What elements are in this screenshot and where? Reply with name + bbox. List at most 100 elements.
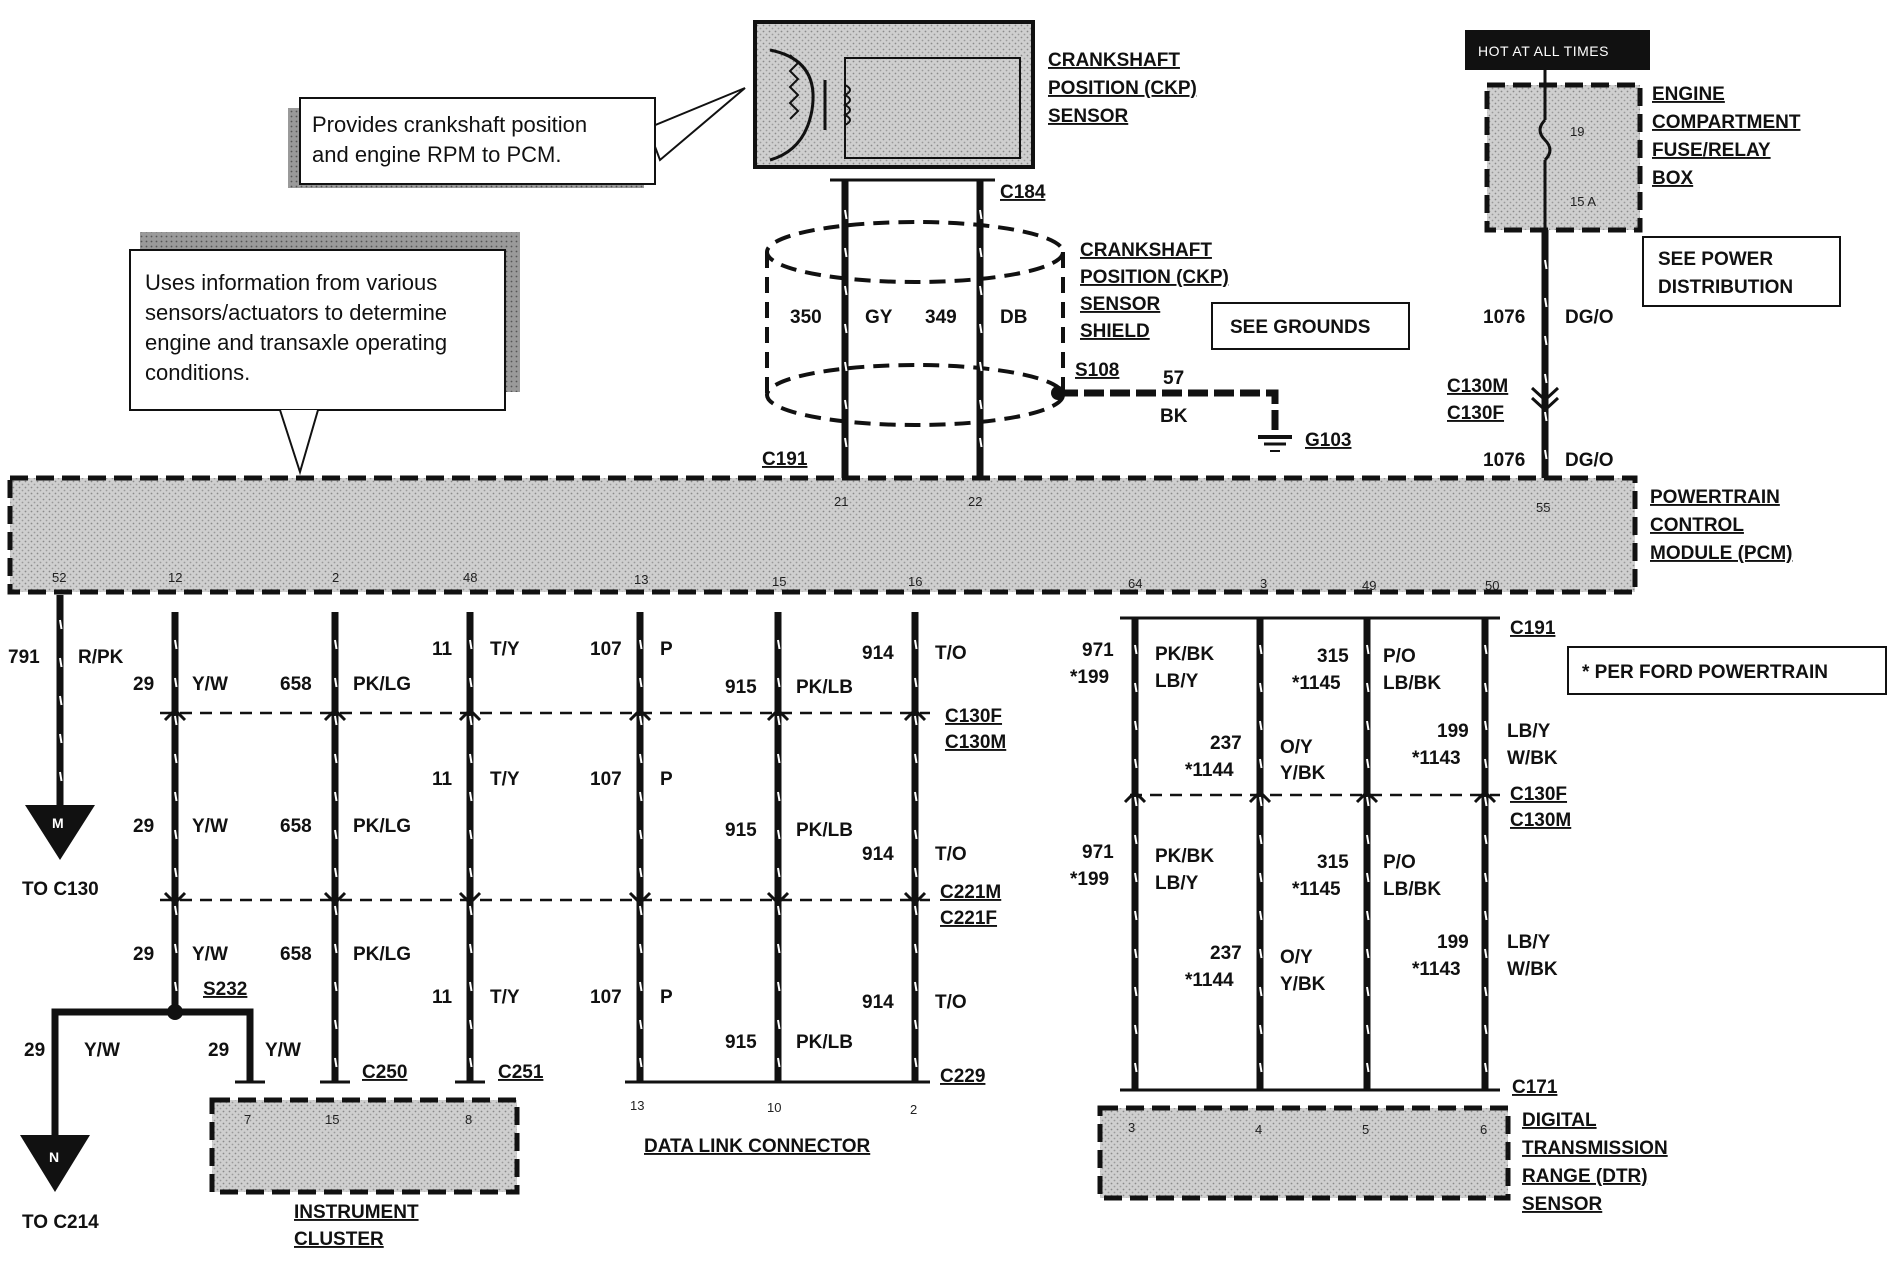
star-1145-b: *1145 xyxy=(1292,879,1341,900)
wire-tick xyxy=(1484,872,1488,883)
color-wbk-b: W/BK xyxy=(1507,959,1558,980)
wire-tick xyxy=(59,657,63,668)
circuit-11-b: 11 xyxy=(432,769,453,790)
color-lby-a: LB/Y xyxy=(1155,671,1199,692)
see-power-box[interactable]: SEE POWER DISTRIBUTION xyxy=(1642,236,1841,307)
wire-tick xyxy=(1366,872,1370,883)
color-po-a: P/O xyxy=(1383,646,1416,667)
wire-tick xyxy=(777,829,781,840)
color-gy: GY xyxy=(865,307,893,328)
circuit-11-a: 11 xyxy=(432,639,453,660)
connector-c250: C250 xyxy=(362,1062,407,1083)
wire-tick xyxy=(777,905,781,916)
color-lby-c: LB/Y xyxy=(1507,721,1551,742)
connector-c191-top: C191 xyxy=(762,449,808,470)
wire-tick xyxy=(174,715,178,726)
pcm-label-3: MODULE (PCM) xyxy=(1650,543,1792,564)
circuit-971-b: 971 xyxy=(1082,842,1114,863)
wire-tick xyxy=(334,677,338,688)
cluster-pin-7: 7 xyxy=(244,1112,251,1127)
wire-tick xyxy=(1484,1062,1488,1073)
circuit-1076-lower: 1076 xyxy=(1483,450,1525,471)
color-po-b: P/O xyxy=(1383,852,1416,873)
circuit-11-c: 11 xyxy=(432,987,453,1008)
color-lby-d: LB/Y xyxy=(1507,932,1551,953)
wire-tick xyxy=(1259,720,1263,731)
power-wire-1076 xyxy=(1530,230,1560,478)
pcm-module xyxy=(7,475,1638,595)
connector-c130m-b: C130M xyxy=(1510,810,1571,831)
wire-tick xyxy=(174,791,178,802)
wire-tick xyxy=(469,677,473,688)
color-to-a: T/O xyxy=(935,643,967,664)
circuit-107-b: 107 xyxy=(590,769,622,790)
star-1145-a: *1145 xyxy=(1292,673,1341,694)
color-to-b: T/O xyxy=(935,844,967,865)
wire-tick xyxy=(1366,796,1370,807)
color-to-c: T/O xyxy=(935,992,967,1013)
circuit-350: 350 xyxy=(790,307,822,328)
wire-tick xyxy=(639,943,643,954)
wire-tick xyxy=(1259,948,1263,959)
circuit-29-b: 29 xyxy=(133,816,154,837)
per-ford-box: * PER FORD POWERTRAIN xyxy=(1567,646,1887,695)
cluster-pin-8: 8 xyxy=(465,1112,472,1127)
circuit-29-c: 29 xyxy=(133,944,154,965)
wire-tick xyxy=(777,981,781,992)
ckp-sensor xyxy=(753,20,1035,169)
color-ty-b: T/Y xyxy=(490,769,520,790)
color-p-c: P xyxy=(660,987,673,1008)
circuit-914-b: 914 xyxy=(862,844,894,865)
fuse-box-label-3: FUSE/RELAY xyxy=(1652,140,1771,161)
wire-tick xyxy=(174,943,178,954)
wire-tick xyxy=(1366,720,1370,731)
connector-c130f-top: C130F xyxy=(1447,403,1504,424)
wire-tick xyxy=(777,715,781,726)
wire-tick xyxy=(914,1057,918,1068)
wire-tick xyxy=(469,753,473,764)
wire-tick xyxy=(1134,1024,1138,1035)
see-grounds-box[interactable]: SEE GROUNDS xyxy=(1211,302,1410,350)
wire-tick xyxy=(1544,297,1548,308)
wire-tick xyxy=(1259,796,1263,807)
wire-tick xyxy=(334,829,338,840)
ckp-sensor-label-2: POSITION (CKP) xyxy=(1048,78,1197,99)
wire-tick xyxy=(979,209,983,220)
wire-tick xyxy=(1366,1062,1370,1073)
wire-tick xyxy=(469,905,473,916)
to-c130-label: TO C130 xyxy=(22,879,99,900)
circuit-107-c: 107 xyxy=(590,987,622,1008)
wire-tick xyxy=(1484,986,1488,997)
instrument-cluster-label-2: CLUSTER xyxy=(294,1229,384,1250)
wire-tick xyxy=(1544,411,1548,422)
splice-s108: S108 xyxy=(1075,360,1119,381)
color-bk: BK xyxy=(1160,406,1188,427)
wire-tick xyxy=(914,791,918,802)
pcm-pin-55: 55 xyxy=(1536,500,1550,515)
wire-tick xyxy=(1484,834,1488,845)
dtr-pin-5: 5 xyxy=(1362,1122,1369,1137)
wire-tick xyxy=(1544,373,1548,384)
see-power-label-2: DISTRIBUTION xyxy=(1658,277,1793,298)
dtr-label-2: TRANSMISSION xyxy=(1522,1138,1668,1159)
wire-tick xyxy=(1259,1024,1263,1035)
circuit-914-c: 914 xyxy=(862,992,894,1013)
wire-tick xyxy=(1134,720,1138,731)
wire-tick xyxy=(334,791,338,802)
color-db: DB xyxy=(1000,307,1027,328)
pcm-pin-21: 21 xyxy=(834,494,848,509)
wire-tick xyxy=(334,753,338,764)
connector-separators xyxy=(160,707,1500,906)
harness-wires-left xyxy=(20,595,930,1192)
wire-tick xyxy=(979,437,983,448)
ckp-shield-label-3: SENSOR xyxy=(1080,294,1161,315)
connector-c130m-top: C130M xyxy=(1447,376,1508,397)
pcm-pin-13: 13 xyxy=(634,572,648,587)
to-c130-letter: M xyxy=(52,815,64,831)
wire-tick xyxy=(1134,682,1138,693)
color-ty-c: T/Y xyxy=(490,987,520,1008)
circuit-237-a: 237 xyxy=(1210,733,1242,754)
pcm-label-1: POWERTRAIN xyxy=(1650,487,1780,508)
wire-tick xyxy=(1134,1062,1138,1073)
